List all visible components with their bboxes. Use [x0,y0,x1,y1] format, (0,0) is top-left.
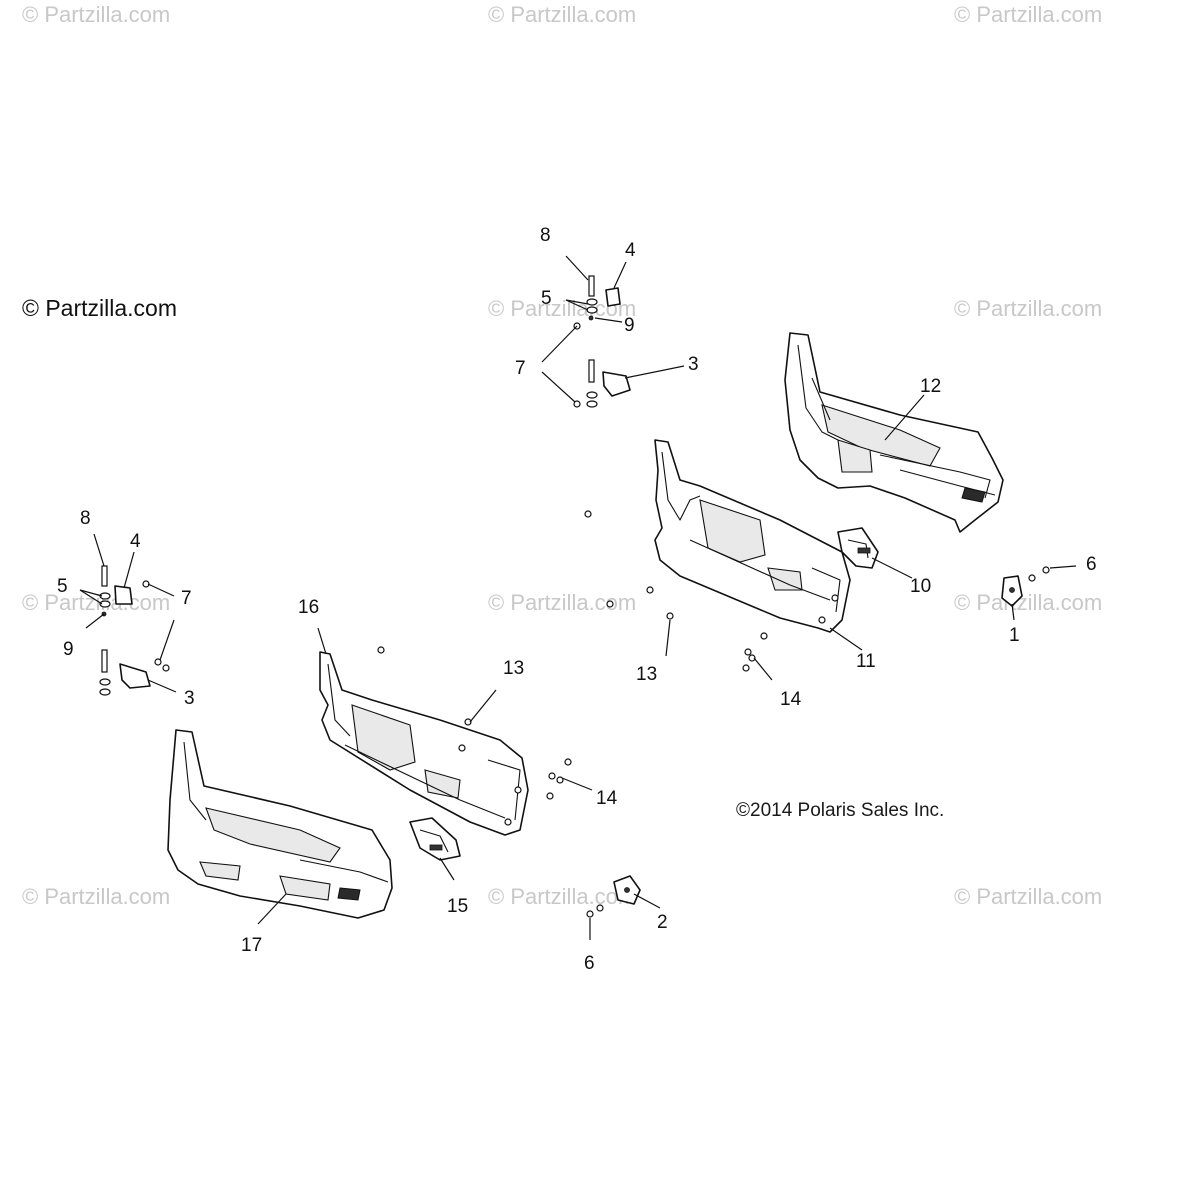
callout-13: 13 [636,664,657,685]
part-6-screws-bottom [586,904,604,918]
copyright-notice: ©2014 Polaris Sales Inc. [736,800,945,821]
callout-12: 12 [920,376,941,397]
callout-10: 10 [910,576,931,597]
upper-hinge-assembly [573,275,631,518]
callout-7: 7 [181,588,192,609]
screws-center [377,586,768,800]
callout-15: 15 [447,896,468,917]
watermark-main: © Partzilla.com [22,295,177,321]
callout-8: 8 [80,508,91,529]
callout-13: 13 [503,658,524,679]
callout-7: 7 [515,358,526,379]
part-12-door-panel [784,332,1004,533]
part-11-door-frame [654,439,851,633]
callout-4: 4 [625,240,636,261]
part-10-latch [837,527,879,569]
part-15-latch [409,817,461,861]
callout-5: 5 [541,288,552,309]
callout-8: 8 [540,225,551,246]
watermark: © Partzilla.com [488,2,637,27]
callout-9: 9 [63,639,74,660]
lower-left-hinge-assembly [99,565,170,696]
watermark: © Partzilla.com [22,884,171,909]
part-6-screws-right [1028,566,1050,582]
callout-14: 14 [596,788,618,809]
part-16-door-frame [319,651,529,836]
callout-17: 17 [241,935,262,956]
watermark: © Partzilla.com [488,884,637,909]
callout-5: 5 [57,576,68,597]
callout-9: 9 [624,315,635,336]
callout-16: 16 [298,597,319,618]
part-1-bracket [1001,575,1023,607]
callout-3: 3 [688,354,699,375]
watermark: © Partzilla.com [22,2,171,27]
callout-11: 11 [856,651,876,672]
callout-6: 6 [584,953,595,974]
watermark: © Partzilla.com [954,296,1103,321]
callout-6: 6 [1086,554,1097,575]
callout-labels: 8 4 5 9 7 3 12 10 6 1 11 13 14 8 4 5 7 9… [57,225,1097,974]
watermark: © Partzilla.com [954,884,1103,909]
watermark: © Partzilla.com [954,590,1103,615]
callout-4: 4 [130,531,141,552]
callout-1: 1 [1009,625,1020,646]
callout-2: 2 [657,912,668,933]
part-2-bracket [613,875,641,905]
part-17-door-panel [167,729,393,919]
leader-lines [79,255,1077,940]
callout-3: 3 [184,688,195,709]
watermark: © Partzilla.com [954,2,1103,27]
callout-14: 14 [780,689,802,710]
